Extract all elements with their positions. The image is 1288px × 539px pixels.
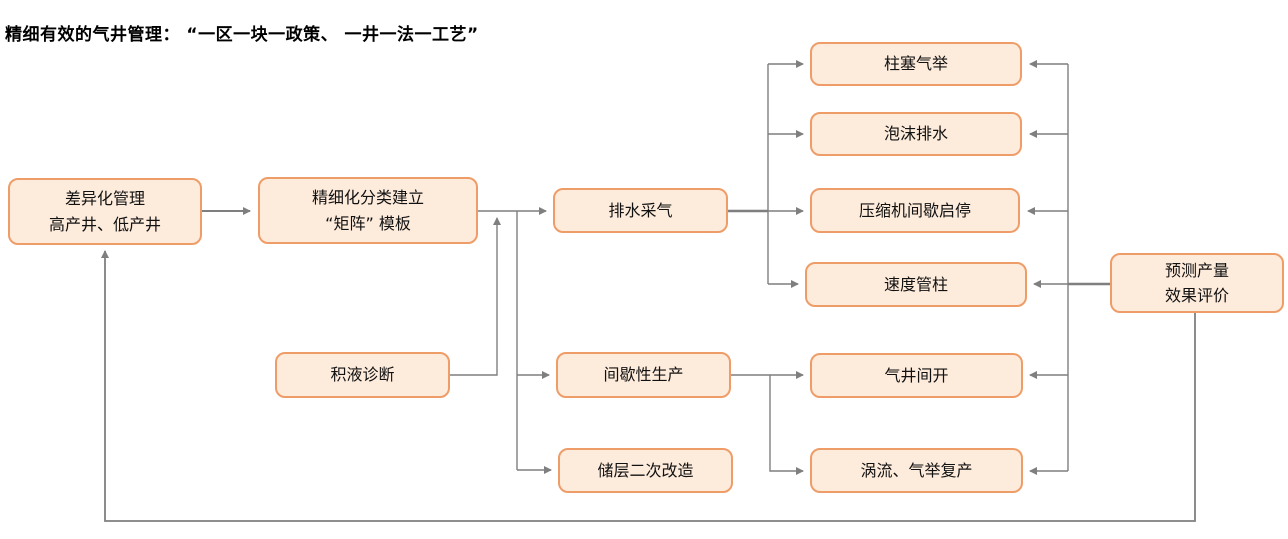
node-intermittent-label: 间歇性生产 bbox=[603, 365, 684, 384]
node-diff-mgmt: 差异化管理 高产井、低产井 bbox=[8, 178, 202, 245]
node-plunger-label: 柱塞气举 bbox=[883, 54, 948, 73]
node-drainage-label: 排水采气 bbox=[608, 200, 673, 220]
node-compressor: 压缩机间歇启停 bbox=[810, 188, 1020, 233]
node-velocity-label: 速度管柱 bbox=[883, 274, 948, 294]
node-diff-mgmt-label: 差异化管理 高产井、低产井 bbox=[48, 188, 161, 234]
node-predict-label: 预测产量 效果评价 bbox=[1164, 261, 1229, 305]
node-plunger: 柱塞气举 bbox=[810, 42, 1022, 86]
node-velocity: 速度管柱 bbox=[805, 262, 1027, 307]
node-drainage: 排水采气 bbox=[553, 188, 728, 233]
node-foam: 泡沫排水 bbox=[810, 112, 1022, 156]
node-well-switch-label: 气井间开 bbox=[884, 365, 949, 385]
node-vortex-label: 涡流、气举复产 bbox=[860, 460, 973, 480]
node-reservoir-label: 储层二次改造 bbox=[597, 460, 694, 480]
connector-intermittent-vortex bbox=[769, 375, 804, 475]
node-vortex: 涡流、气举复产 bbox=[810, 448, 1023, 493]
node-intermittent: 间歇性生产 bbox=[556, 352, 731, 398]
node-liquid-diag-label: 积液诊断 bbox=[330, 365, 395, 384]
node-liquid-diag: 积液诊断 bbox=[275, 352, 450, 398]
node-well-switch: 气井间开 bbox=[810, 353, 1023, 398]
node-predict: 预测产量 效果评价 bbox=[1110, 253, 1284, 313]
diagram-title: 精细有效的气井管理： “一区一块一政策、 一井一法一工艺” bbox=[5, 25, 479, 45]
node-matrix: 精细化分类建立 “矩阵” 模板 bbox=[258, 177, 478, 244]
node-matrix-label: 精细化分类建立 “矩阵” 模板 bbox=[311, 187, 424, 233]
node-foam-label: 泡沫排水 bbox=[883, 124, 948, 143]
node-reservoir: 储层二次改造 bbox=[558, 448, 733, 493]
node-compressor-label: 压缩机间歇启停 bbox=[858, 200, 971, 220]
